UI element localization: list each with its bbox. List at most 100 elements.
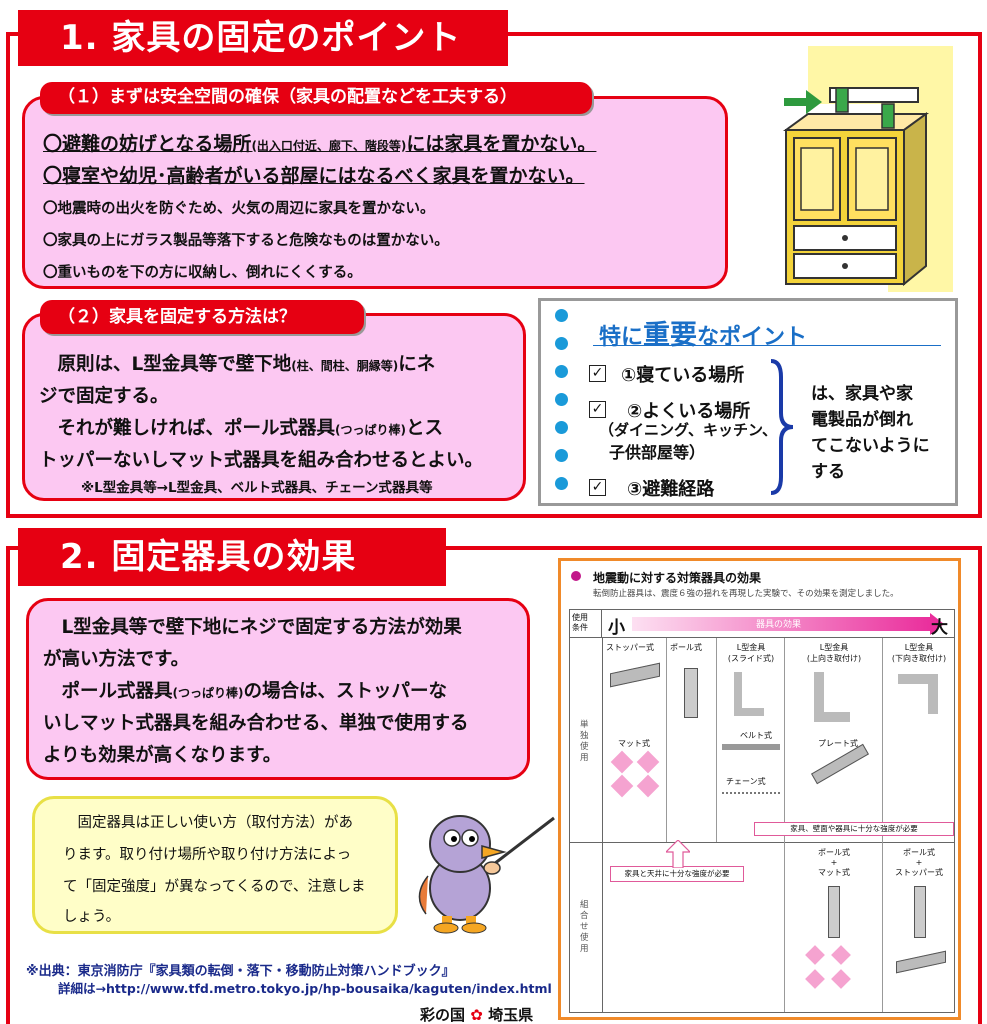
effect-line-3-small: (つっぱり棒) [172, 686, 244, 700]
note-line-3: て「固定強度」が異なってくるので、注意しま [63, 879, 366, 895]
belt-label: ベルト式 [740, 731, 772, 740]
method-line-1-b: にネ [398, 354, 436, 375]
important-item-2-sub1: （ダイニング、キッチン、 [599, 421, 778, 439]
caution-note: 固定器具は正しい使い方（取付方法）があ ります。取り付け場所や取り付け方法によっ… [32, 796, 398, 934]
method-line-3: それが難しければ、ポール式器具(つっぱり棒)とス [39, 414, 444, 440]
effect-arrow-label: 器具の効果 [756, 620, 802, 630]
important-title-b: 重要 [643, 320, 698, 351]
column-divider [666, 638, 667, 842]
important-title-c: なポイント [697, 325, 808, 350]
rule-line-4: 〇家具の上にガラス製品等落下すると危険なものは置かない。 [43, 233, 449, 249]
important-item-3: ③避難経路 [627, 479, 715, 500]
chain-label: チェーン式 [726, 777, 766, 786]
effect-line-2: が高い方法です。 [43, 649, 190, 670]
chart-title: 地震動に対する対策器具の効果 [593, 571, 762, 585]
l-up-label-a: L型金具 [819, 643, 849, 652]
row-divider [570, 842, 954, 843]
method-line-1-a: 原則は、L型金具等で壁下地 [39, 354, 292, 375]
prefecture-emblem-icon: ✿ [470, 1006, 483, 1024]
safe-space-box: 〇避難の妨げとなる場所(出入口付近、廊下、階段等)には家具を置かない。 〇寝室や… [22, 96, 728, 289]
l-bracket-up-icon [814, 672, 850, 722]
rule-line-1: 〇避難の妨げとなる場所(出入口付近、廊下、階段等)には家具を置かない。 [43, 129, 596, 156]
rule-line-5: 〇重いものを下の方に収納し、倒れにくくする。 [43, 265, 362, 281]
footer-left: 彩の国 [420, 1006, 466, 1024]
rule-line-2: 〇寝室や幼児･高齢者がいる部屋にはなるべく家具を置かない。 [43, 165, 585, 187]
method-line-1-small: (柱、間柱、胴縁等) [291, 359, 399, 373]
method-note: ※L型金具等→L型金具、ベルト式器具、チェーン式器具等 [81, 480, 433, 496]
mat-device-icon [610, 774, 634, 798]
belt-device-icon [722, 744, 780, 750]
brace-icon [770, 359, 794, 495]
effect-line-1: L型金具等で壁下地にネジで固定する方法が効果 [43, 617, 462, 638]
rule-line-1-small: (出入口付近、廊下、階段等) [251, 139, 407, 153]
important-item-2-sub2: 子供部屋等） [609, 443, 706, 462]
bullet-dot [555, 449, 568, 462]
strength-note-1: 家具、壁面や器具に十分な強度が必要 [754, 822, 954, 836]
mat-label: マット式 [618, 739, 650, 748]
section1-title: 1. 家具の固定のポイント [18, 10, 508, 66]
arrow-head-icon [930, 613, 944, 635]
rule-line-1-end: には家具を置かない。 [406, 133, 597, 155]
rule-line-3: 〇地震時の出火を防ぐため、火気の周辺に家具を置かない。 [43, 201, 435, 217]
l-up-label-b: (上向き取付け) [806, 654, 862, 663]
pole-label: ポール式 [670, 643, 702, 652]
combo1-label-a: ポール式 [818, 848, 850, 857]
combo2-label-a: ポール式 [903, 848, 935, 857]
checkbox-icon: ✓ [589, 479, 606, 496]
sub1-heading: （１）まずは安全空間の確保（家具の配置などを工夫する） [40, 82, 592, 114]
method-line-3-b: とス [406, 418, 444, 439]
bird-mascot-illustration [418, 815, 555, 934]
important-title-a: 特に [599, 325, 644, 350]
method-line-4: トッパーないしマット式器具を組み合わせるとよい。 [39, 450, 484, 471]
rule-line-1-main: 〇避難の妨げとなる場所 [43, 133, 252, 155]
l-slide-label-a: L型金具 [736, 643, 766, 652]
plate-label: プレート式 [818, 739, 858, 748]
pole-mat-device-icon [828, 886, 840, 938]
l-bracket-slide-icon [734, 672, 764, 716]
stopper-device-icon [610, 662, 660, 688]
mat-device-icon [805, 945, 825, 965]
stopper-label: ストッパー式 [606, 643, 654, 652]
column-divider [602, 638, 603, 1012]
note-line-1: 固定器具は正しい使い方（取付方法）があ [63, 815, 353, 831]
note-line-4: しょう。 [63, 909, 121, 925]
column-divider [716, 638, 717, 842]
use-condition-label: 使用 条件 [570, 610, 602, 638]
l-down-label-a: L型金具 [904, 643, 934, 652]
mat-device-icon [805, 969, 825, 989]
fixing-method-box: 原則は、L型金具等で壁下地(柱、間柱、胴縁等)にネ ジで固定する。 それが難しけ… [22, 313, 526, 501]
combo2-label-c: ストッパー式 [895, 868, 943, 877]
source-link[interactable]: 詳細は→http://www.tfd.metro.tokyo.jp/hp-bou… [58, 981, 552, 996]
up-arrow-icon [666, 840, 690, 868]
footer-logo: 彩の国 ✿ 埼玉県 [420, 1004, 533, 1024]
l-slide-label: L型金具 (スライド式) [720, 642, 782, 664]
note-line-2: ります。取り付け場所や取り付け方法によっ [63, 847, 352, 863]
mat-device-icon [636, 750, 660, 774]
strength-note-2: 家具と天井に十分な強度が必要 [610, 866, 744, 882]
device-effect-chart: 地震動に対する対策器具の効果 転倒防止器具は、震度６強の揺れを再現した実験で、そ… [558, 558, 961, 1020]
method-line-2: ジで固定する。 [39, 386, 169, 407]
pole-device-icon [684, 668, 698, 718]
footer-right: 埼玉県 [488, 1006, 534, 1024]
bullet-dot [555, 365, 568, 378]
l-slide-label-b: (スライド式) [727, 654, 775, 663]
l-down-label-b: (下向き取付け) [891, 654, 947, 663]
sub2-heading: （２）家具を固定する方法は？ [40, 300, 364, 334]
chart-subtitle: 転倒防止器具は、震度６強の揺れを再現した実験で、その効果を測定しました。 [593, 589, 899, 599]
l-down-label: L型金具 (下向き取付け) [884, 642, 954, 664]
effect-arrow-bar [632, 617, 932, 631]
l-bracket-down-icon [898, 674, 938, 714]
combo1-label-b: + [830, 858, 838, 867]
important-points-panel: 特に重要なポイント ✓ ①寝ている場所 ✓ ②よくいる場所 （ダイニング、キッチ… [538, 298, 958, 506]
combo2-label: ポール式+ストッパー式 [884, 848, 954, 878]
single-use-label: 単独使用 [580, 720, 589, 763]
bullet-dot [555, 337, 568, 350]
cabinet-illustration [782, 46, 953, 292]
bullet-dot [555, 393, 568, 406]
important-title-underline [593, 345, 941, 346]
effect-text-box: L型金具等で壁下地にネジで固定する方法が効果 が高い方法です。 ポール式器具(つ… [26, 598, 530, 780]
chart-grid: 使用 条件 小 器具の効果 大 単独使用 組合せ使用 ストッパー式 ポール式 L… [569, 609, 955, 1013]
important-item-2: ②よくいる場所 [627, 401, 751, 422]
effect-line-3: ポール式器具(つっぱり棒)の場合は、ストッパーな [43, 677, 448, 703]
method-line-3-a: それが難しければ、ポール式器具 [39, 418, 336, 439]
